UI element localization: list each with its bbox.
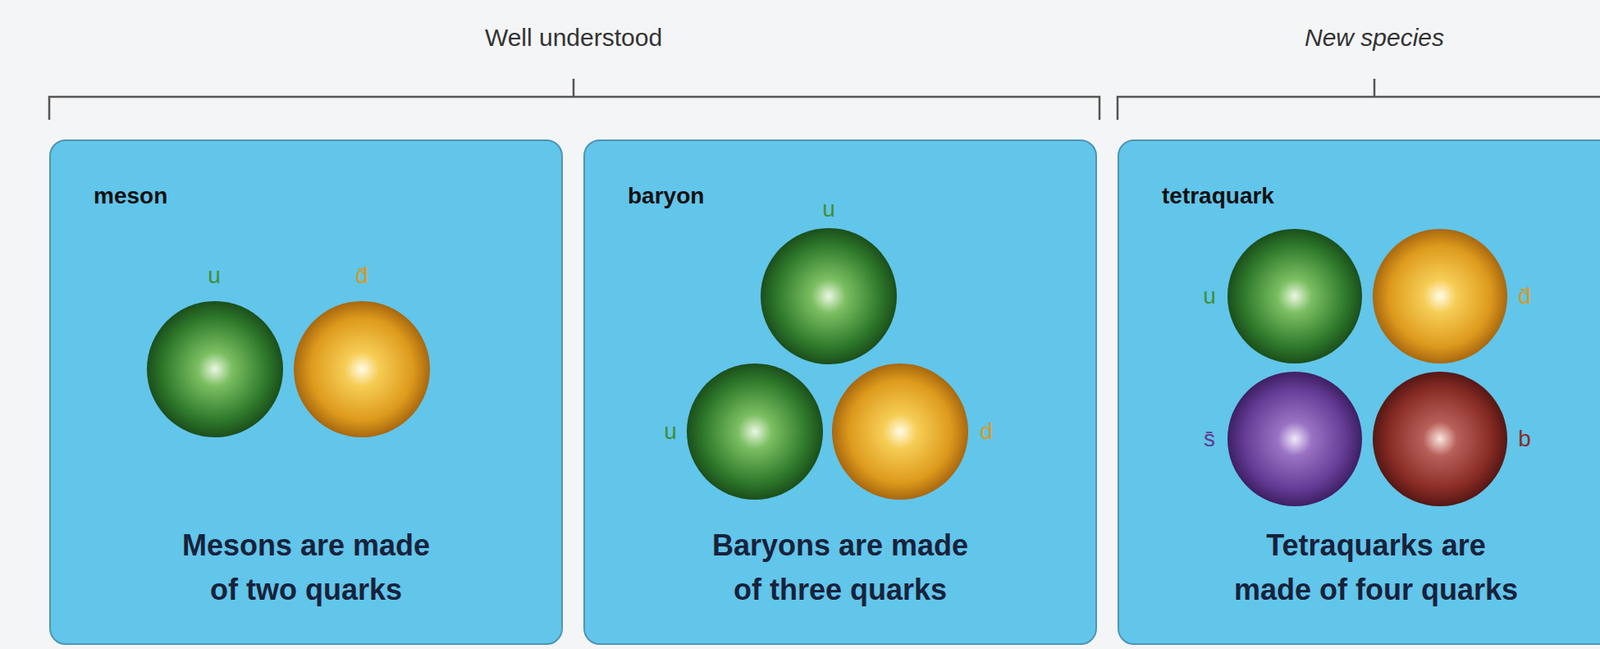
quark-sphere	[760, 228, 897, 365]
quark-name: d	[979, 417, 993, 446]
quark-sphere	[1227, 228, 1363, 364]
particle-panel: tetraquarkTetraquarks are made of four q…	[1117, 139, 1600, 645]
quark-name: s̄	[1203, 425, 1216, 453]
quark-name: d̄	[1517, 282, 1532, 311]
group-label: New species	[1304, 22, 1445, 53]
particle-name: meson	[93, 182, 168, 211]
particle-description: Baryons are made of three quarks	[700, 523, 980, 613]
quark-sphere	[686, 363, 823, 500]
quark-sphere	[1372, 371, 1508, 507]
quark-sphere	[1227, 371, 1363, 507]
quark-sphere	[832, 363, 969, 500]
quark-sphere	[293, 301, 430, 438]
group-label: Well understood	[484, 22, 663, 53]
quark-name: u	[822, 195, 836, 224]
particle-name: baryon	[627, 182, 704, 211]
quark-name: u	[1202, 282, 1216, 311]
quark-name: b	[1517, 425, 1532, 453]
particle-panel: baryonBaryons are made of three quarks	[583, 139, 1098, 645]
group-bracket	[49, 78, 1100, 120]
quark-sphere	[146, 301, 284, 438]
quark-name: d̄	[355, 261, 369, 290]
particle-description: Mesons are made of two quarks	[170, 523, 442, 613]
particle-panel: mesonMesons are made of two quarks	[49, 139, 563, 645]
group-bracket	[1117, 78, 1600, 120]
quark-name: u	[663, 417, 677, 446]
particle-description: Tetraquarks are made of four quarks	[1232, 523, 1520, 613]
particle-name: tetraquark	[1161, 182, 1275, 211]
quark-name: u	[207, 261, 221, 290]
quark-sphere	[1372, 228, 1508, 364]
